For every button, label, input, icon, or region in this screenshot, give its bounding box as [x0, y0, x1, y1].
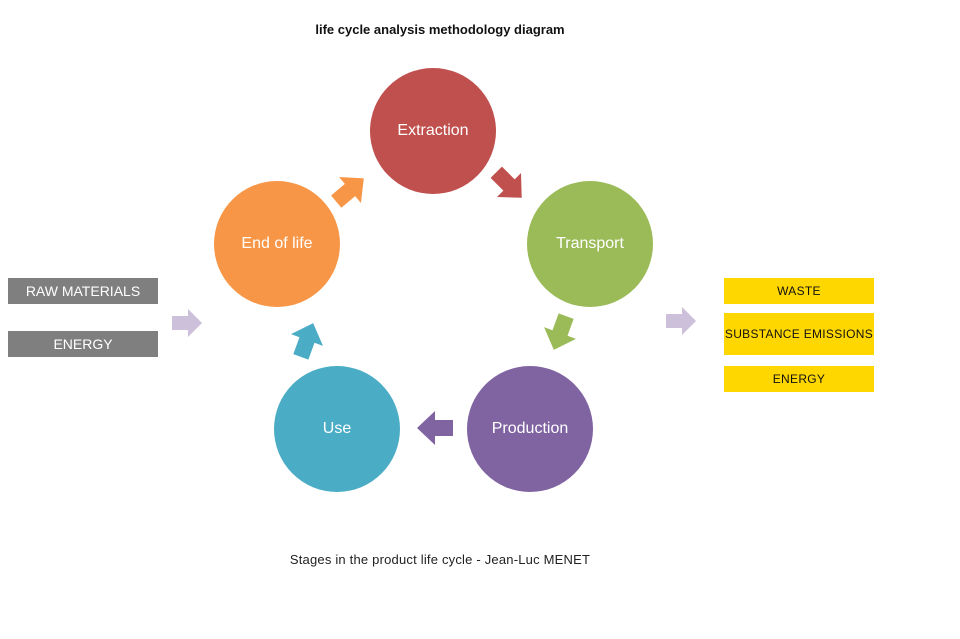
stage-end-of-life: End of life — [214, 181, 340, 307]
arrow-production-to-use — [415, 408, 455, 448]
arrow-end-of-life-to-extraction — [322, 162, 378, 218]
input-energy: ENERGY — [8, 331, 158, 357]
output-substance-emissions: SUBSTANCE EMISSIONS — [724, 313, 874, 355]
diagram-title: life cycle analysis methodology diagram — [315, 22, 565, 37]
arrow-use-to-end-of-life — [281, 314, 332, 365]
stage-transport: Transport — [527, 181, 653, 307]
input-flow-arrow — [171, 308, 203, 338]
output-waste: WASTE — [724, 278, 874, 304]
stage-production: Production — [467, 366, 593, 492]
stage-use: Use — [274, 366, 400, 492]
stage-extraction: Extraction — [370, 68, 496, 194]
output-energy: ENERGY — [724, 366, 874, 392]
input-raw-materials: RAW MATERIALS — [8, 278, 158, 304]
arrow-extraction-to-transport — [481, 157, 538, 214]
diagram-caption: Stages in the product life cycle - Jean-… — [289, 552, 591, 567]
arrow-transport-to-production — [534, 307, 585, 358]
output-flow-arrow — [665, 306, 697, 336]
